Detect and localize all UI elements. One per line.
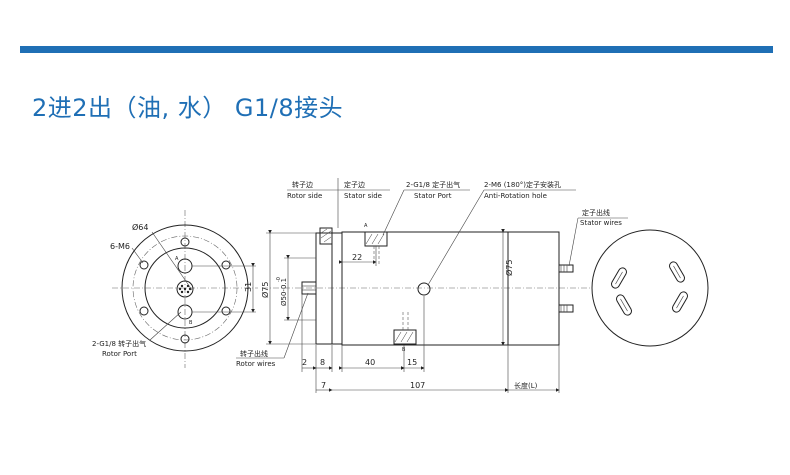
stator-wire-bottom	[558, 304, 574, 313]
bolt-hole	[139, 306, 149, 316]
body-circle	[144, 247, 226, 329]
anti-rotation-en: Anti-Rotation hole	[484, 192, 547, 200]
stator-wires-cn: 定子出线	[582, 208, 610, 217]
flange-notch-top	[319, 227, 333, 245]
front-dia-label: Ø64	[132, 222, 148, 232]
side-view: A B 转子边 Rotor side 定子边 Stator side 2-G1/…	[236, 178, 628, 393]
dim-length: 长度(L)	[514, 381, 538, 390]
stator-wire-top	[558, 264, 574, 273]
anti-rotation-cn: 2-M6 (180°)定子安装孔	[484, 180, 561, 189]
slide-title: 2进2出（油, 水） G1/8接头	[32, 94, 344, 122]
dim-50: Ø50-0.1	[280, 278, 288, 306]
rotor-shaft	[301, 281, 317, 295]
stator-body	[341, 231, 509, 346]
stator-port-cn: 2-G1/8 定子出气	[406, 180, 460, 189]
dim-31: 31	[244, 282, 253, 292]
stator-side-cn: 定子边	[344, 180, 365, 189]
center-wire-cluster	[176, 280, 194, 298]
front-port-a-label: A	[175, 256, 179, 262]
dim-7: 7	[321, 381, 326, 390]
front-bolt-label: 6-M6	[110, 242, 130, 251]
bolt-hole	[221, 260, 231, 270]
front-view: A B Ø64 6-M6 2-G1/8 转子出气 Rotor Port 31	[92, 210, 258, 368]
bolt-hole	[180, 334, 190, 344]
dim-50-sup: -0	[276, 277, 282, 282]
rear-circle	[591, 229, 709, 347]
rotor-wires-en: Rotor wires	[236, 360, 276, 368]
stator-rear-body	[507, 231, 560, 346]
dim-2: 2	[302, 358, 307, 367]
rotor-side-en: Rotor side	[287, 192, 322, 200]
stator-side-en: Stator side	[344, 192, 382, 200]
dim-107: 107	[410, 381, 425, 390]
front-port-b-label: B	[189, 320, 193, 326]
rotor-side-cn: 转子边	[292, 180, 313, 189]
rotor-port-en-label: Rotor Port	[102, 350, 137, 358]
dim-75-right: Ø75	[504, 260, 514, 276]
rotor-collar	[331, 232, 343, 345]
bolt-hole	[139, 260, 149, 270]
dim-15: 15	[407, 358, 417, 367]
dim-22: 22	[352, 253, 362, 262]
flange-outer-circle	[121, 224, 249, 352]
dim-8: 8	[320, 358, 325, 367]
header-accent-bar	[20, 46, 773, 53]
anti-rotation-hole	[417, 282, 431, 296]
side-port-a-label: A	[364, 223, 368, 229]
rotor-wires-cn: 转子出线	[240, 349, 268, 358]
bolt-hole	[180, 237, 190, 247]
rear-view	[591, 229, 709, 347]
stator-port-en: Stator Port	[414, 192, 452, 200]
dim-40: 40	[365, 358, 375, 367]
rotor-port-cn-label: 2-G1/8 转子出气	[92, 339, 146, 348]
flange-plate	[315, 232, 333, 345]
stator-wires-en: Stator wires	[580, 219, 622, 227]
dim-75-left: Ø75	[260, 282, 270, 298]
bottom-port-fitting	[393, 329, 417, 345]
bolt-hole	[221, 306, 231, 316]
